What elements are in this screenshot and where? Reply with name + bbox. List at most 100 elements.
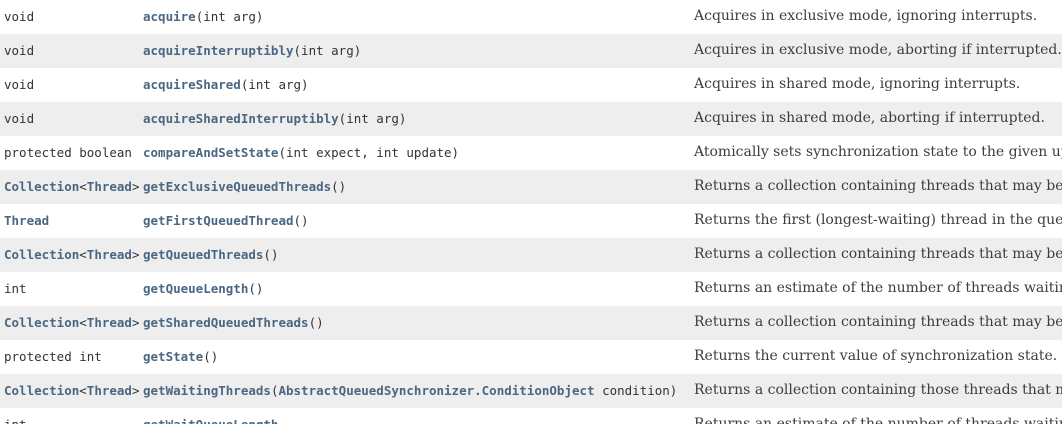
modifier-code: protected boolean <box>4 145 132 160</box>
description-cell: Acquires in shared mode, aborting if int… <box>694 110 1045 126</box>
modifier-cell: void <box>0 68 139 102</box>
method-link[interactable]: getFirstQueuedThread <box>143 213 294 228</box>
description-cell: Returns a collection containing those th… <box>694 382 1062 398</box>
table-row: int getWaitQueueLength(AbstractQueuedSyn… <box>0 408 1062 424</box>
signature-code: getExclusiveQueuedThreads() <box>143 179 346 194</box>
type-link[interactable]: Collection <box>4 315 80 330</box>
code-text: (int arg) <box>195 9 264 24</box>
description-cell: Returns the current value of synchroniza… <box>694 348 1058 364</box>
table-row: Collection<Thread> getWaitingThreads(Abs… <box>0 374 1062 408</box>
modifier-cell: int <box>0 272 139 306</box>
code-text: > <box>131 247 140 262</box>
description-cell: Returns a collection containing threads … <box>694 178 1062 194</box>
signature-cell: acquireShared(int arg) <box>139 68 690 102</box>
modifier-cell: Thread <box>0 204 139 238</box>
method-link[interactable]: getQueuedThreads <box>143 247 264 262</box>
table-row: Collection<Thread> getExclusiveQueuedThr… <box>0 170 1062 204</box>
code-text: () <box>293 213 309 228</box>
modifier-cell: protected boolean <box>0 136 139 170</box>
code-text: () <box>308 315 324 330</box>
signature-code: acquire(int arg) <box>143 9 263 24</box>
method-link[interactable]: getState <box>143 349 204 364</box>
modifier-cell: void <box>0 34 139 68</box>
code-text: void <box>4 43 35 58</box>
code-text: int <box>4 417 27 424</box>
method-link[interactable]: acquire <box>143 9 196 24</box>
signature-cell: getQueueLength() <box>139 272 690 306</box>
code-text: (int expect, int update) <box>278 145 460 160</box>
code-text: () <box>248 281 264 296</box>
table-row: protected int getState() Returns the cur… <box>0 340 1062 374</box>
method-link[interactable]: AbstractQueuedSynchronizer.ConditionObje… <box>278 383 595 398</box>
table-row: Thread getFirstQueuedThread() Returns th… <box>0 204 1062 238</box>
type-link[interactable]: Thread <box>86 247 132 262</box>
signature-code: getWaitingThreads(AbstractQueuedSynchron… <box>143 383 677 398</box>
code-text: () <box>331 179 347 194</box>
code-text: () <box>203 349 219 364</box>
description-cell: Returns the first (longest-waiting) thre… <box>694 212 1062 228</box>
signature-cell: compareAndSetState(int expect, int updat… <box>139 136 690 170</box>
code-text: > <box>131 383 140 398</box>
signature-code: acquireSharedInterruptibly(int arg) <box>143 111 406 126</box>
method-link[interactable]: acquireInterruptibly <box>143 43 294 58</box>
type-link[interactable]: Collection <box>4 179 80 194</box>
method-link[interactable]: getExclusiveQueuedThreads <box>143 179 332 194</box>
modifier-cell: Collection<Thread> <box>0 374 139 408</box>
method-link[interactable]: getSharedQueuedThreads <box>143 315 309 330</box>
type-link[interactable]: Thread <box>86 179 132 194</box>
code-text: void <box>4 77 35 92</box>
table-row: void acquireSharedInterruptibly(int arg)… <box>0 102 1062 136</box>
modifier-code: int <box>4 281 27 296</box>
description-cell: Atomically sets synchronization state to… <box>694 144 1062 160</box>
code-text: < <box>79 315 87 330</box>
signature-cell: getQueuedThreads() <box>139 238 690 272</box>
method-link[interactable]: compareAndSetState <box>143 145 279 160</box>
type-link[interactable]: Thread <box>86 383 132 398</box>
signature-code: getSharedQueuedThreads() <box>143 315 324 330</box>
code-text: void <box>4 9 35 24</box>
description-cell: Returns an estimate of the number of thr… <box>694 280 1062 296</box>
signature-cell: getState() <box>139 340 690 374</box>
method-link[interactable]: getQueueLength <box>143 281 249 296</box>
type-link[interactable]: Collection <box>4 383 80 398</box>
method-link[interactable]: acquireSharedInterruptibly <box>143 111 339 126</box>
description-cell: Returns a collection containing threads … <box>694 246 1062 262</box>
description-cell: Acquires in exclusive mode, aborting if … <box>694 42 1062 58</box>
modifier-code: Collection<Thread> <box>4 179 139 194</box>
type-link[interactable]: Collection <box>4 247 80 262</box>
code-text: < <box>79 383 87 398</box>
modifier-code: Collection<Thread> <box>4 383 139 398</box>
method-link[interactable]: acquireShared <box>143 77 241 92</box>
method-link[interactable]: getWaitingThreads <box>143 383 271 398</box>
code-text: protected boolean <box>4 145 132 160</box>
code-text: int <box>4 281 27 296</box>
type-link[interactable]: Thread <box>86 315 132 330</box>
method-link[interactable]: getWaitQueueLength <box>143 417 278 424</box>
signature-cell: getSharedQueuedThreads() <box>139 306 690 340</box>
code-text: (int arg) <box>293 43 362 58</box>
code-text: > <box>131 315 140 330</box>
description-cell: Acquires in exclusive mode, ignoring int… <box>694 8 1038 24</box>
modifier-code: void <box>4 9 34 24</box>
modifier-code: void <box>4 43 34 58</box>
description-cell: Returns an estimate of the number of thr… <box>694 416 1062 424</box>
modifier-cell: Collection<Thread> <box>0 238 139 272</box>
signature-cell: getExclusiveQueuedThreads() <box>139 170 690 204</box>
table-row: int getQueueLength() Returns an estimate… <box>0 272 1062 306</box>
signature-code: getQueueLength() <box>143 281 263 296</box>
code-text: < <box>79 179 87 194</box>
code-text: void <box>4 111 35 126</box>
modifier-cell: void <box>0 102 139 136</box>
code-text: ( <box>270 383 279 398</box>
signature-code: getQueuedThreads() <box>143 247 278 262</box>
signature-cell: acquireInterruptibly(int arg) <box>139 34 690 68</box>
modifier-code: protected int <box>4 349 102 364</box>
type-link[interactable]: Thread <box>4 213 50 228</box>
signature-cell: acquire(int arg) <box>139 0 690 34</box>
modifier-code: Collection<Thread> <box>4 247 139 262</box>
signature-cell: getWaitingThreads(AbstractQueuedSynchron… <box>139 374 690 408</box>
code-text: > <box>131 179 140 194</box>
modifier-cell: Collection<Thread> <box>0 170 139 204</box>
code-text: protected int <box>4 349 102 364</box>
